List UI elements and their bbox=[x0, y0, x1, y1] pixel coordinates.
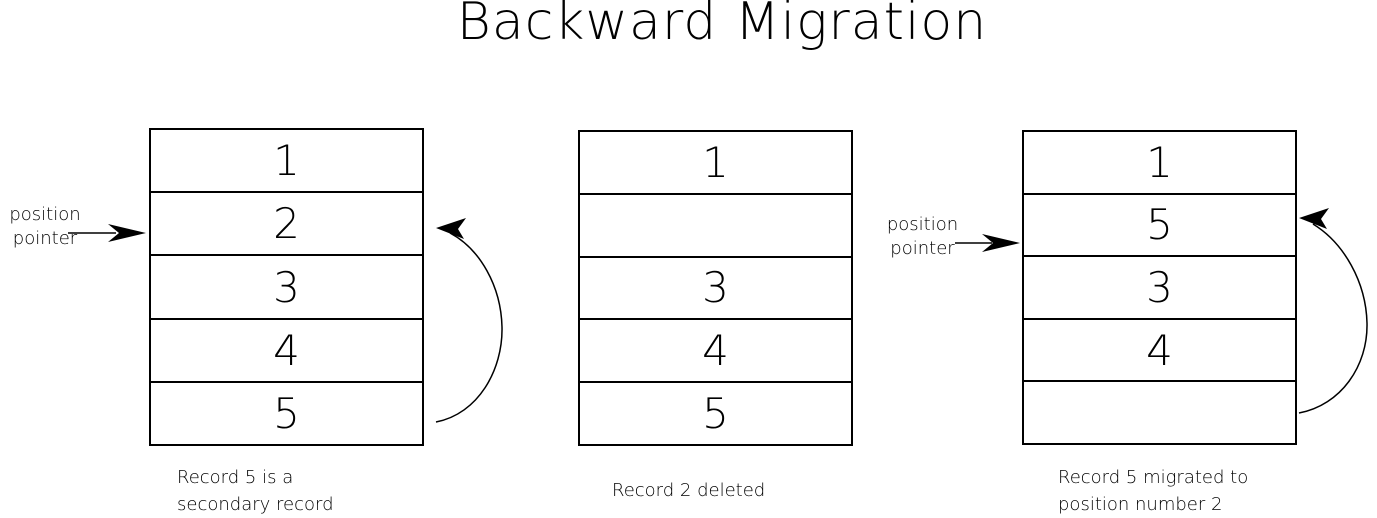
caption-line: Record 5 migrated to bbox=[1058, 467, 1249, 488]
caption-deleted: Record 2 deleted bbox=[612, 477, 765, 504]
table-cell: 1 bbox=[151, 130, 422, 194]
record-value: 2 bbox=[273, 199, 300, 249]
record-value: 5 bbox=[1146, 200, 1173, 250]
pointer-label-line: position bbox=[9, 204, 81, 225]
caption-line: Record 5 is a bbox=[177, 467, 294, 488]
table-cell: 4 bbox=[1024, 320, 1295, 383]
record-value: 1 bbox=[273, 136, 300, 186]
position-pointer-label-left: position pointer bbox=[0, 203, 90, 251]
caption-line: position number 2 bbox=[1058, 494, 1223, 515]
pointer-label-line: pointer bbox=[890, 238, 955, 259]
table-cell: 5 bbox=[580, 383, 851, 444]
table-cell: 4 bbox=[151, 320, 422, 383]
record-value: 3 bbox=[702, 263, 729, 313]
table-cell: 1 bbox=[1024, 132, 1295, 195]
caption-line: secondary record bbox=[177, 494, 334, 515]
record-value: 5 bbox=[702, 389, 729, 439]
pointer-label-line: pointer bbox=[12, 228, 78, 249]
migration-arc-arrow-icon bbox=[1298, 208, 1368, 414]
caption-line: Record 2 deleted bbox=[612, 480, 766, 501]
record-value: 3 bbox=[273, 262, 300, 312]
record-value: 5 bbox=[273, 388, 300, 438]
caption-after: Record 5 migrated to position number 2 bbox=[1058, 464, 1248, 518]
pointer-label-line: position bbox=[886, 214, 959, 235]
record-value: 3 bbox=[1146, 262, 1173, 312]
record-table-before: 1 2 3 4 5 bbox=[149, 128, 424, 446]
record-value: 4 bbox=[1146, 325, 1173, 375]
table-cell: 2 bbox=[151, 193, 422, 257]
record-value: 4 bbox=[273, 325, 300, 375]
table-cell bbox=[1024, 382, 1295, 443]
table-cell: 5 bbox=[1024, 195, 1295, 258]
caption-before: Record 5 is a secondary record bbox=[177, 464, 334, 518]
table-cell: 3 bbox=[1024, 257, 1295, 320]
migration-arc-arrow-icon bbox=[435, 218, 503, 423]
record-table-after: 1 5 3 4 bbox=[1022, 130, 1297, 445]
table-cell: 3 bbox=[151, 256, 422, 320]
position-pointer-label-right: position pointer bbox=[880, 213, 965, 261]
record-value: 1 bbox=[1146, 137, 1173, 187]
record-value: 4 bbox=[702, 326, 729, 376]
record-value: 1 bbox=[702, 137, 729, 187]
diagram-title: Backward Migration bbox=[456, 0, 988, 52]
table-cell: 1 bbox=[580, 132, 851, 195]
table-cell: 4 bbox=[580, 320, 851, 384]
table-cell: 3 bbox=[580, 258, 851, 321]
table-cell bbox=[580, 195, 851, 258]
record-table-deleted: 1 3 4 5 bbox=[578, 130, 853, 446]
table-cell: 5 bbox=[151, 383, 422, 444]
